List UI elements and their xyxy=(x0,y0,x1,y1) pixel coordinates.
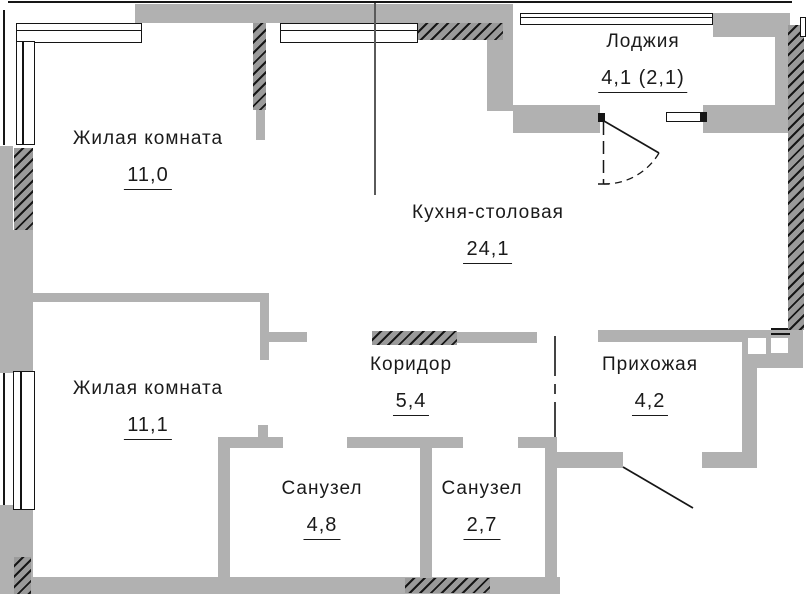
room-name: Кухня-столовая xyxy=(412,202,564,223)
corridor-bottom-wall-3 xyxy=(518,437,557,448)
corridor-bottom-wall-1 xyxy=(228,437,283,448)
vent-duct-opening xyxy=(771,338,788,353)
room-area: 11,0 xyxy=(124,164,172,190)
loggia-right-wall xyxy=(775,37,790,113)
wall-between-living-rooms xyxy=(33,293,269,302)
exterior-wall-left-strip xyxy=(0,146,13,373)
room-area: 4,2 xyxy=(631,390,669,416)
corner-window-horizontal xyxy=(16,23,142,43)
balcony-door-swing-arc xyxy=(603,152,660,185)
bathroom1-west-wall xyxy=(218,437,230,594)
hallway-bottom-wall-right xyxy=(702,452,757,468)
room-label-kitchen-dining: Кухня-столовая 24,1 xyxy=(412,202,564,264)
hallway-east-wall xyxy=(742,368,757,453)
vent-grille-line xyxy=(771,333,790,335)
loggia-bottom-wall-left xyxy=(513,105,600,133)
hatched-pillar-left xyxy=(14,148,33,230)
living-room-2-window xyxy=(13,371,35,510)
room-area: 11,1 xyxy=(124,414,172,440)
wall-pier-stub xyxy=(256,108,265,140)
hatched-wall-east xyxy=(788,25,804,330)
hatched-pillar-top xyxy=(253,23,266,110)
hatched-wall-top-right xyxy=(418,23,503,40)
room-label-living-room-2: Жилая комната 11,1 xyxy=(73,378,223,440)
room-label-bathroom-1: Санузел 4,8 xyxy=(281,478,362,540)
balcony-window-end-post xyxy=(700,112,707,122)
doorpost-stub xyxy=(258,425,268,438)
loggia-top-right-wall xyxy=(713,13,790,37)
facade-line-top xyxy=(8,1,792,3)
kitchen-window xyxy=(280,23,418,43)
bathroom2-east-wall xyxy=(545,448,557,577)
room-name: Санузел xyxy=(441,478,523,499)
room-area: 4,1 (2,1) xyxy=(598,67,688,93)
corridor-top-wall xyxy=(457,332,537,343)
hatched-pillar-bottom-left xyxy=(14,557,31,594)
hatched-wall-bottom xyxy=(405,578,490,593)
corridor-top-wall-stub xyxy=(269,332,307,342)
corridor-bottom-wall-2 xyxy=(347,437,463,448)
facade-line-left-upper xyxy=(3,10,5,145)
room-label-bathroom-2: Санузел 2,7 xyxy=(441,478,522,540)
room-label-loggia: Лоджия 4,1 (2,1) xyxy=(598,31,688,93)
entrance-door-leaf xyxy=(622,466,694,509)
corner-window-vertical xyxy=(16,41,35,145)
room-name: Коридор xyxy=(369,354,453,375)
room-name: Прихожая xyxy=(601,354,699,375)
room-area: 2,7 xyxy=(463,514,501,540)
room-name: Санузел xyxy=(281,478,363,499)
vent-grille-line xyxy=(771,328,790,330)
balcony-door-leaf xyxy=(603,120,660,154)
vent-duct-opening xyxy=(748,338,766,354)
loggia-bottom-wall-right xyxy=(703,105,790,133)
room-label-hallway: Прихожая 4,2 xyxy=(602,354,698,416)
balcony-door-hinge-post xyxy=(598,113,605,122)
room-area: 24,1 xyxy=(463,238,513,264)
room-area: 4,8 xyxy=(303,514,341,540)
room-label-living-room-1: Жилая комната 11,0 xyxy=(73,128,223,190)
room-name: Лоджия xyxy=(606,31,680,52)
loggia-window xyxy=(520,13,713,25)
room-label-corridor: Коридор 5,4 xyxy=(370,354,452,416)
neighbor-window-fragment xyxy=(800,17,806,37)
wall-top xyxy=(135,4,513,23)
bay-divider-line xyxy=(374,3,376,195)
room-name: Жилая комната xyxy=(72,378,224,399)
hatched-wall-corridor xyxy=(372,331,457,345)
bathrooms-divider-wall xyxy=(420,448,432,577)
facade-line-left-lower xyxy=(3,373,5,508)
exterior-wall-left xyxy=(13,230,33,373)
corridor-west-wall xyxy=(260,293,269,360)
room-name: Жилая комната xyxy=(72,128,224,149)
hallway-bottom-wall-left xyxy=(554,452,623,468)
hallway-top-wall xyxy=(598,330,742,342)
room-area: 5,4 xyxy=(392,390,430,416)
